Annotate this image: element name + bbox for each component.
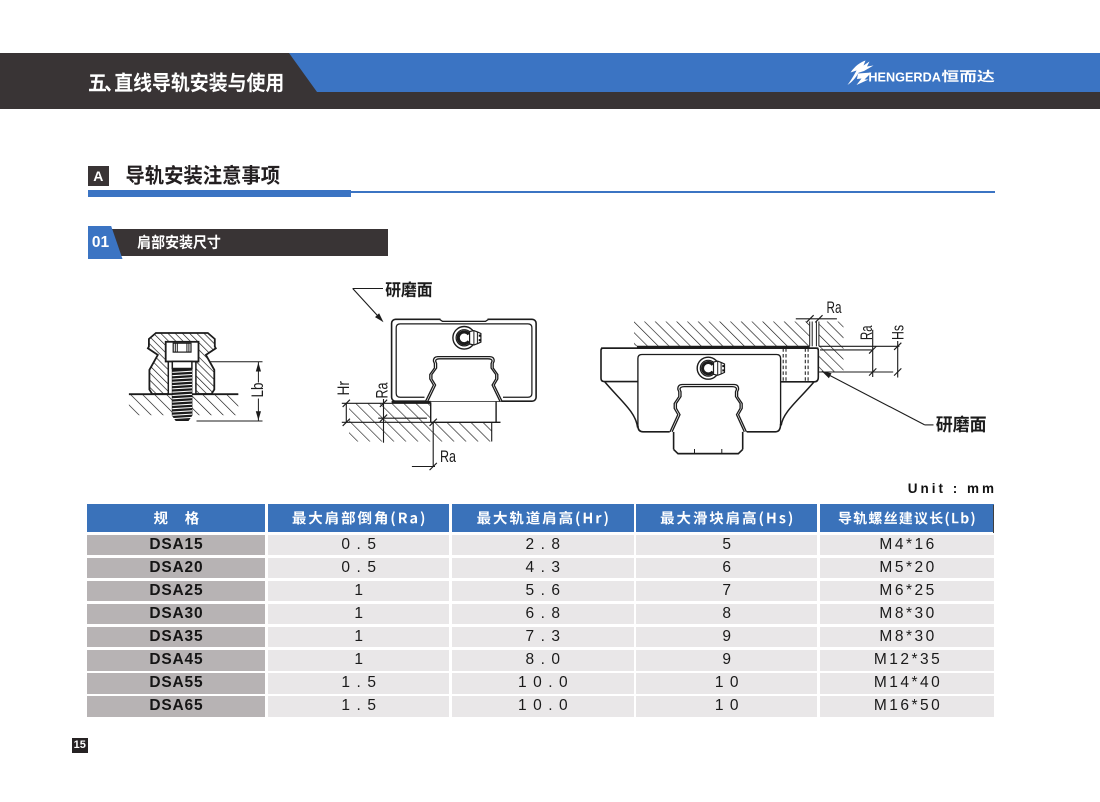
- svg-text:Ra: Ra: [827, 299, 843, 317]
- svg-text:Hr: Hr: [335, 381, 353, 396]
- svg-text:Ra: Ra: [440, 448, 457, 466]
- svg-text:Ra: Ra: [858, 325, 876, 340]
- svg-text:Lb: Lb: [249, 383, 267, 398]
- svg-text:Ra: Ra: [374, 382, 392, 399]
- svg-text:HENGERDA: HENGERDA: [868, 69, 941, 84]
- svg-text:Hs: Hs: [890, 325, 908, 340]
